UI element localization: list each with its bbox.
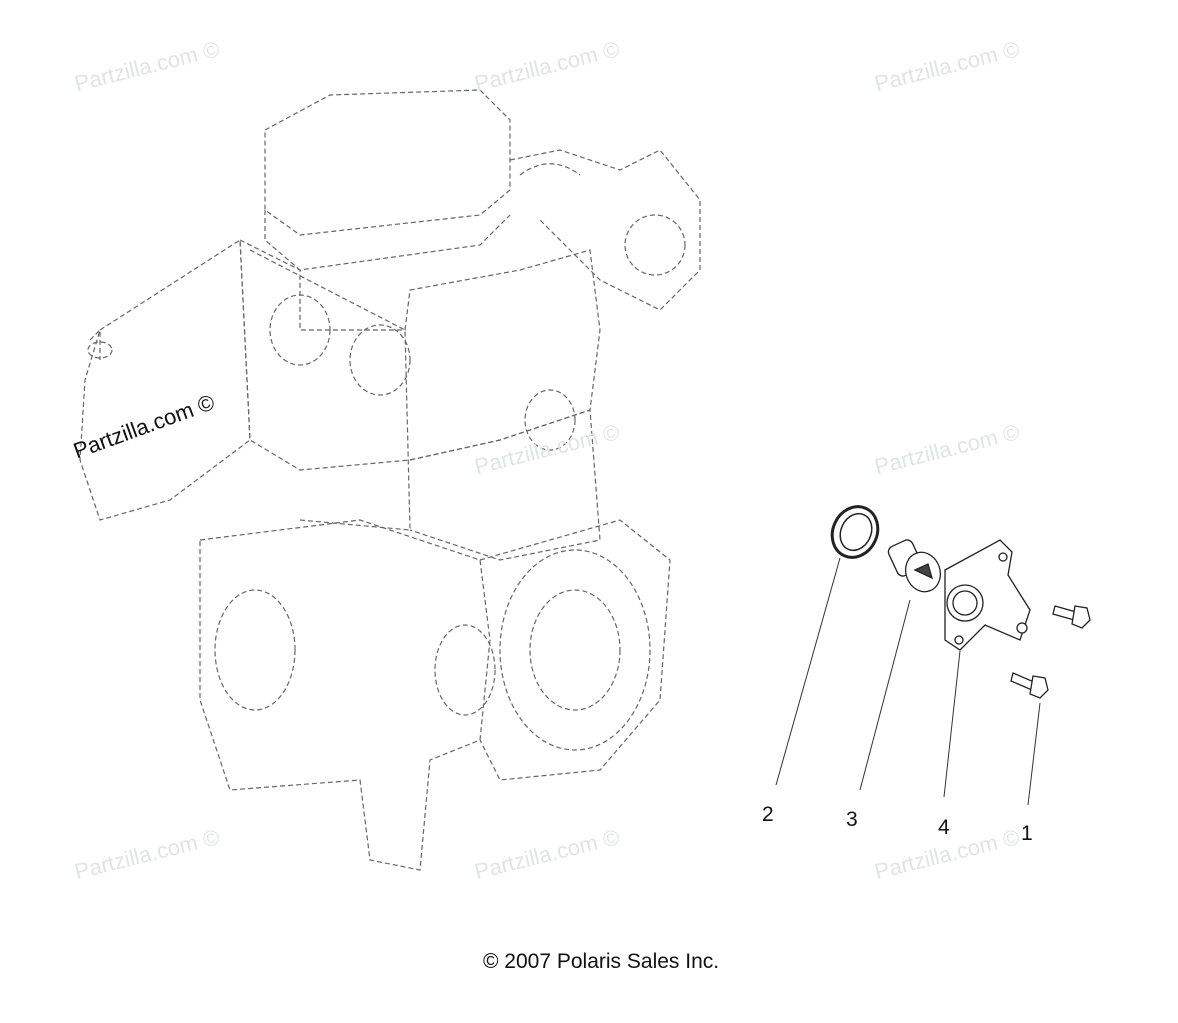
callout-4[interactable]: 4 bbox=[938, 816, 950, 839]
bolt[interactable] bbox=[1010, 672, 1049, 699]
leader-lines bbox=[775, 557, 1041, 806]
thermostat-housing[interactable] bbox=[944, 539, 1031, 651]
callout-1[interactable]: 1 bbox=[1021, 822, 1033, 845]
seal-ring[interactable] bbox=[824, 499, 886, 565]
engine-outline bbox=[79, 89, 701, 871]
callout-2[interactable]: 2 bbox=[762, 803, 774, 826]
callout-3[interactable]: 3 bbox=[846, 808, 858, 831]
bolt-upper[interactable] bbox=[1052, 605, 1091, 629]
thermostat[interactable] bbox=[886, 538, 945, 597]
copyright-notice: © 2007 Polaris Sales Inc. bbox=[483, 950, 720, 973]
